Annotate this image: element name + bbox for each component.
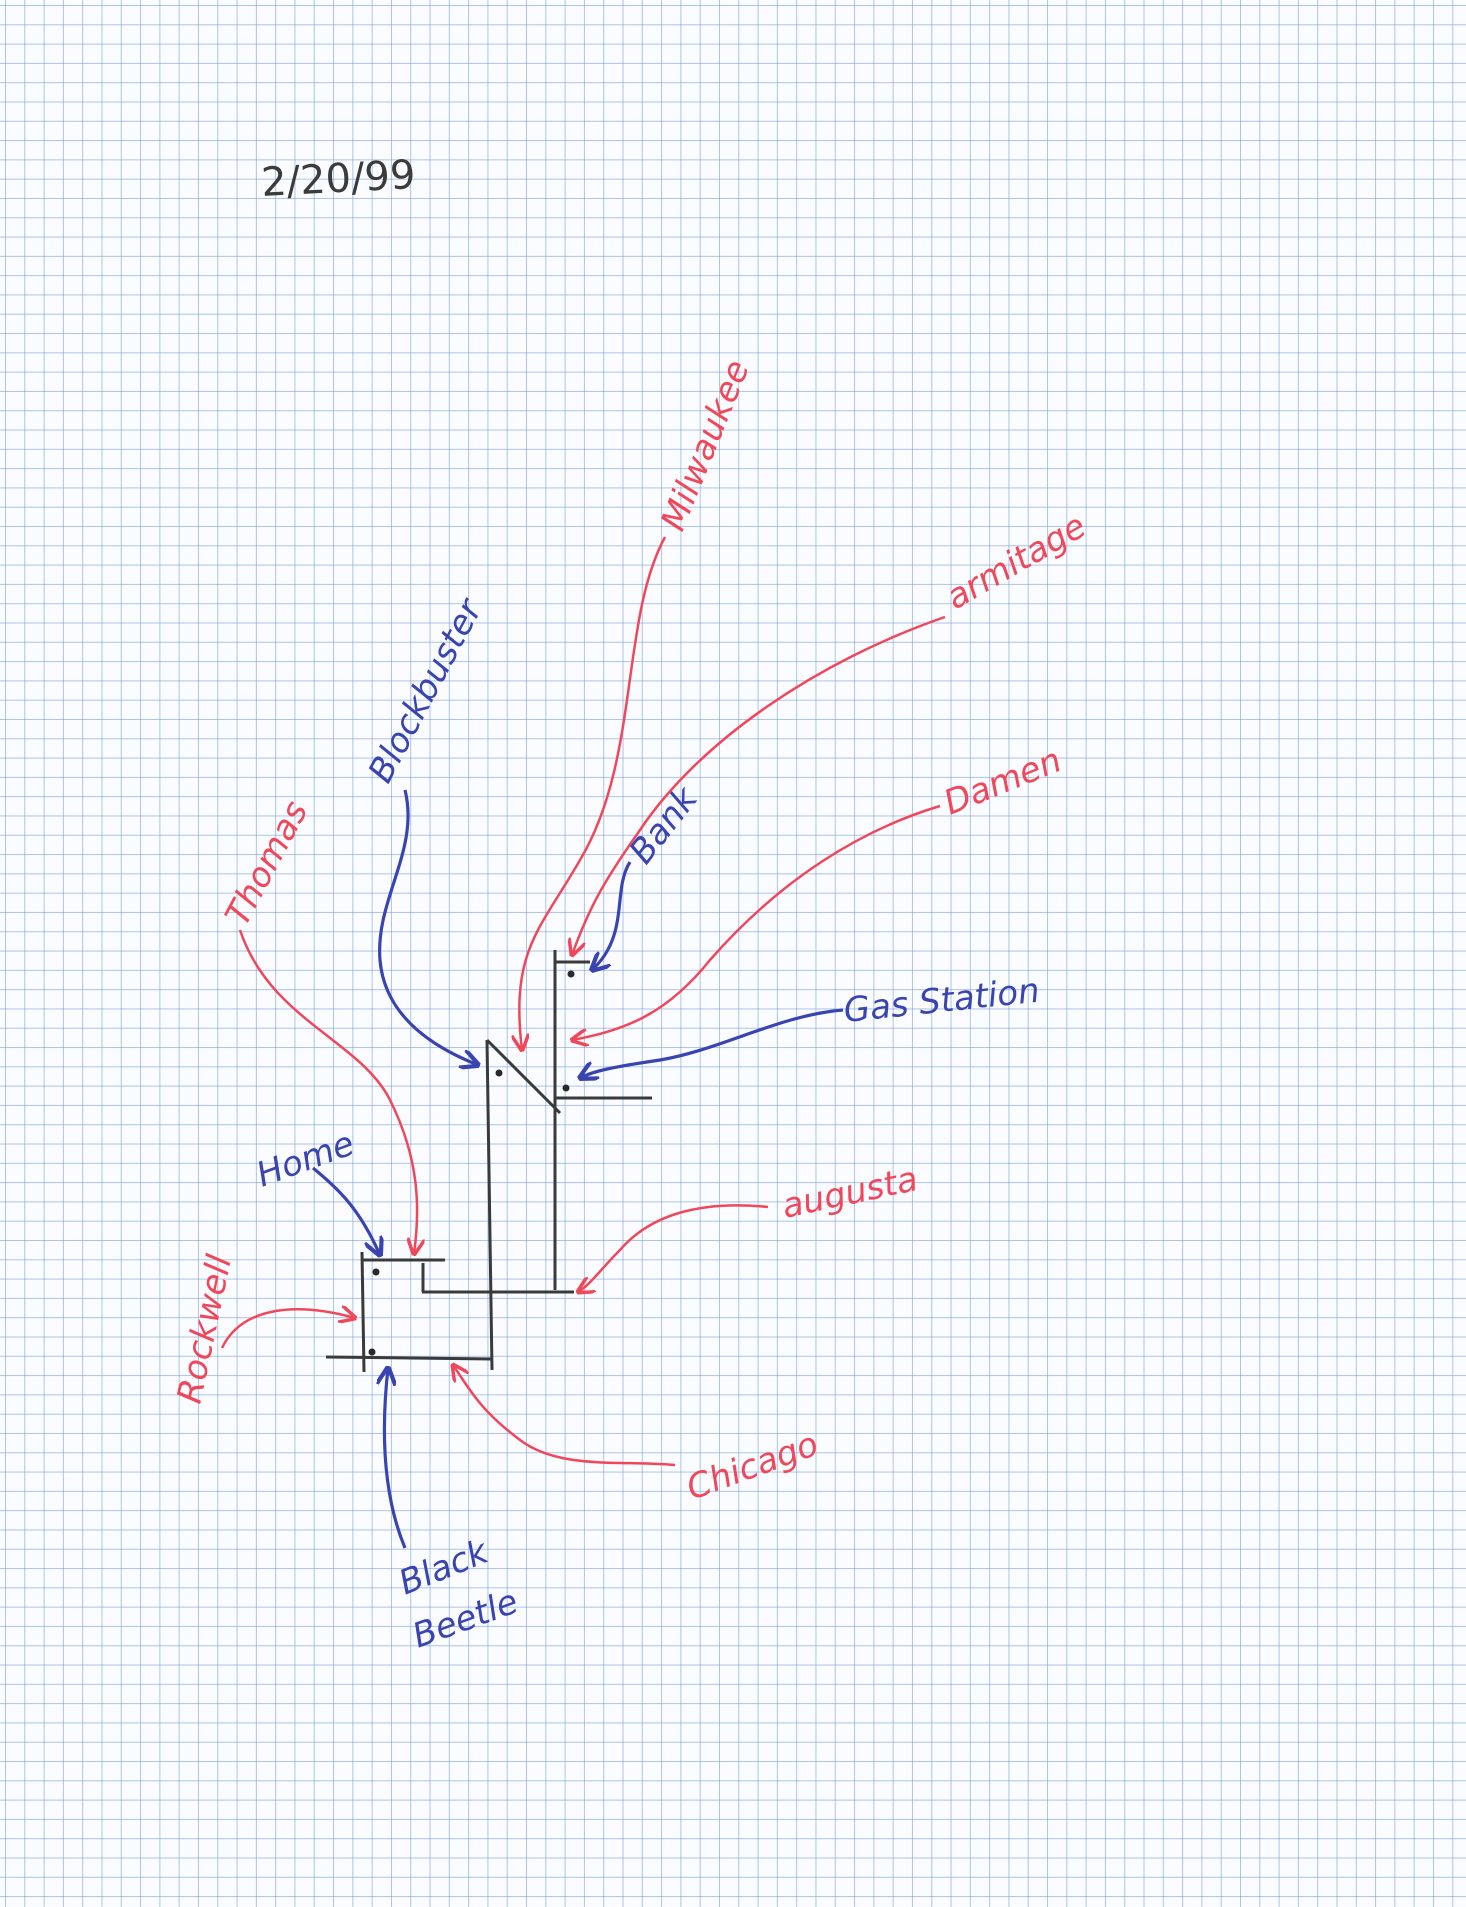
road-middle-vertical — [485, 1039, 494, 1371]
road-chicago-horizontal — [325, 1355, 493, 1361]
label-milwaukee: Milwaukee — [653, 355, 757, 537]
road-network — [325, 950, 652, 1373]
label-thomas: Thomas — [218, 794, 317, 932]
label-home: Home — [251, 1124, 359, 1196]
label-augusta: augusta — [779, 1159, 922, 1227]
dot-blockbuster — [495, 1069, 503, 1077]
label-blockbuster: Blockbuster — [361, 591, 492, 789]
label-damen: Damen — [938, 740, 1067, 823]
arrow-damen — [572, 804, 941, 1040]
arrow-home — [311, 1166, 380, 1255]
dot-black-beetle — [368, 1348, 376, 1356]
label-armitage: armitage — [940, 506, 1093, 618]
label-bank: Bank — [622, 779, 707, 872]
label-gas-station: Gas Station — [842, 971, 1042, 1031]
arrow-gas-station — [580, 1008, 844, 1078]
arrow-blockbuster — [378, 789, 478, 1065]
arrow-black-beetle — [384, 1368, 407, 1549]
arrow-milwaukee — [519, 536, 667, 1050]
road-diagonal — [485, 1038, 562, 1115]
label-chicago: Chicago — [681, 1424, 823, 1508]
dot-bank — [567, 970, 575, 978]
date-label: 2/20/99 — [260, 152, 416, 206]
street-arrows — [220, 536, 946, 1467]
arrow-bank — [592, 861, 632, 970]
arrow-rockwell — [220, 1309, 355, 1349]
arrow-armitage — [572, 615, 946, 955]
arrow-augusta — [578, 1204, 769, 1292]
place-arrows — [311, 789, 844, 1549]
label-rockwell: Rockwell — [170, 1251, 241, 1407]
arrow-thomas — [238, 929, 417, 1254]
arrow-chicago — [453, 1365, 676, 1467]
road-home-vertical — [360, 1251, 366, 1373]
dot-home — [372, 1268, 380, 1276]
dot-gas-station — [562, 1084, 570, 1092]
